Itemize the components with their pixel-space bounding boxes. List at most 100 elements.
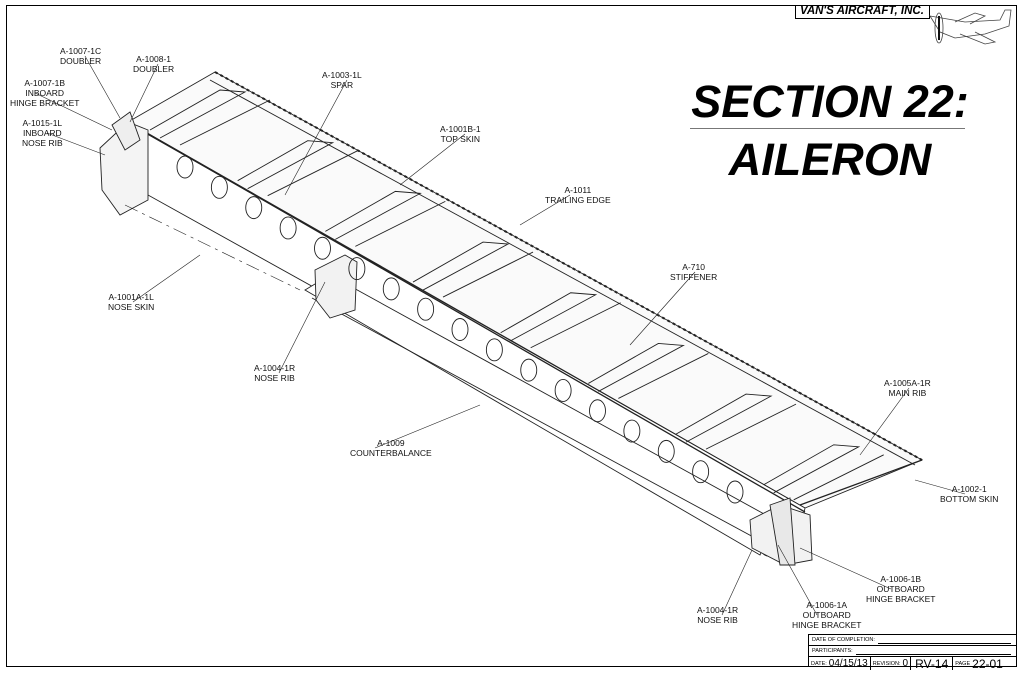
stiffener <box>267 150 358 197</box>
section-title: SECTION 22: <box>691 76 969 127</box>
lightening-hole <box>382 277 400 301</box>
callout-text: NOSE RIB <box>22 138 63 148</box>
stiffener <box>618 353 709 399</box>
stiffener <box>442 251 534 298</box>
lightening-holes <box>176 155 744 504</box>
model-value: RV-14 <box>911 657 954 671</box>
title-block: DATE OF COMPLETION: PARTICIPANTS: DATE:0… <box>808 634 1017 671</box>
stiffener <box>237 140 335 190</box>
callout-text: TRAILING EDGE <box>545 195 611 205</box>
leader-line <box>721 549 753 616</box>
leader-line <box>284 79 348 196</box>
callout-text: INBOARD <box>25 88 65 98</box>
stiffener <box>705 403 797 450</box>
stiffener <box>412 241 510 291</box>
stiffener <box>325 190 422 240</box>
date-label: DATE: <box>811 660 827 667</box>
stiffener <box>500 292 598 342</box>
callout-text: A-1002-1 <box>951 484 987 494</box>
lightening-hole <box>279 216 297 240</box>
callout-text: OUTBOARD <box>876 584 925 594</box>
company-name: VAN'S AIRCRAFT, INC. <box>795 5 930 19</box>
leader-lines <box>34 55 966 616</box>
leader-line <box>132 254 201 303</box>
title-rule <box>690 128 965 129</box>
lightening-hole <box>589 399 606 423</box>
leader-line <box>914 479 966 495</box>
callout-text: NOSE RIB <box>254 373 295 383</box>
stiffener <box>355 200 446 247</box>
callout-text: A-1008-1 <box>136 54 172 64</box>
callout-text: A-1015-1L <box>22 118 63 128</box>
stiffener <box>675 393 773 443</box>
lightening-hole <box>657 439 675 463</box>
callout-text: SPAR <box>330 80 354 90</box>
callout-text: A-1007-1B <box>24 78 66 88</box>
section-subtitle: AILERON <box>728 134 932 185</box>
leader-line <box>84 55 121 119</box>
callout-text: COUNTERBALANCE <box>350 448 432 458</box>
lightening-hole <box>245 196 263 220</box>
callout-text: INBOARD <box>22 128 62 138</box>
leader-line <box>629 271 696 346</box>
leader-line <box>129 63 159 123</box>
callout-text: A-1006-1B <box>880 574 922 584</box>
leader-line <box>519 194 571 226</box>
page-value: 22-01 <box>972 656 1003 671</box>
completion-label: DATE OF COMPLETION: <box>812 637 875 643</box>
lightening-hole <box>451 318 469 341</box>
lightening-hole <box>726 480 744 504</box>
stiffeners <box>149 89 884 501</box>
stiffener <box>588 342 685 392</box>
lightening-hole <box>623 419 641 443</box>
lightening-hole <box>417 297 435 321</box>
revision-label: REVISION: <box>872 660 901 667</box>
outboard-hinge-bracket <box>769 497 796 566</box>
lightening-hole <box>554 378 572 402</box>
date-value: 04/15/13 <box>828 658 868 669</box>
stiffener <box>179 99 271 146</box>
leader-line <box>46 132 106 156</box>
revision-value: 0 <box>902 658 909 669</box>
lightening-hole <box>692 460 710 484</box>
top-skin <box>127 71 924 509</box>
callout-text: A-1004-1R <box>697 605 739 615</box>
completion-field <box>877 637 1011 644</box>
lightening-hole <box>520 358 538 382</box>
leader-line <box>399 133 466 186</box>
callout-text: A-1001A-1L <box>108 292 154 302</box>
callout-text: A-1001B-1 <box>440 124 481 134</box>
callout-text: A-710 <box>682 262 705 272</box>
lightening-hole <box>176 155 194 179</box>
leader-line <box>278 281 326 374</box>
lightening-hole <box>348 257 366 281</box>
page-label: PAGE <box>955 660 971 667</box>
callout-text: STIFFENER <box>670 272 718 282</box>
callout-text: A-1009 <box>377 438 405 448</box>
drawing-frame <box>6 5 1017 667</box>
lightening-hole <box>314 236 331 260</box>
stiffener <box>530 302 621 349</box>
leader-line <box>374 404 481 449</box>
leader-line <box>777 544 818 616</box>
callout-text: HINGE BRACKET <box>10 98 80 108</box>
callout-text: A-1011 <box>564 185 592 195</box>
stiffener <box>149 89 247 139</box>
callout-text: HINGE BRACKET <box>866 594 936 604</box>
inboard-hinge-bracket <box>111 111 141 151</box>
callout-text: TOP SKIN <box>440 134 480 144</box>
callout-text: A-1007-1C <box>60 46 102 56</box>
callout-text: NOSE SKIN <box>108 302 155 312</box>
leader-line <box>34 92 113 131</box>
callout-text: A-1003-1L <box>322 70 362 80</box>
